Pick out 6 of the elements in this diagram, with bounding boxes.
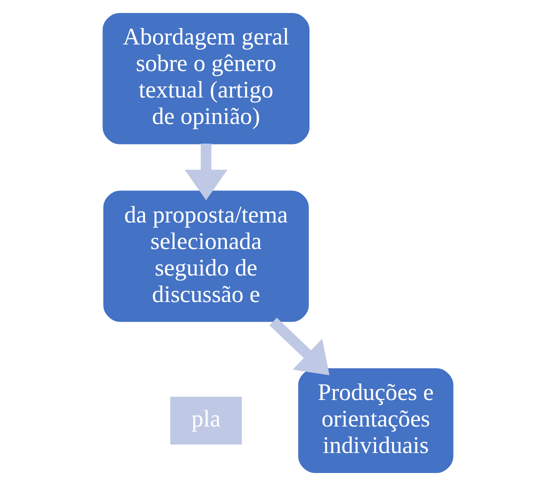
node-box: Abordagem geral sobre o gênero textual (artigo de opinião) bbox=[102, 12, 310, 144]
node-box: da proposta/tema selecionada seguido de discussão e bbox=[103, 190, 309, 322]
arrow bbox=[184, 144, 228, 200]
node-box: Produções e orientações individuais bbox=[298, 368, 454, 474]
node-label: pla bbox=[191, 406, 221, 433]
arrow bbox=[270, 318, 330, 376]
